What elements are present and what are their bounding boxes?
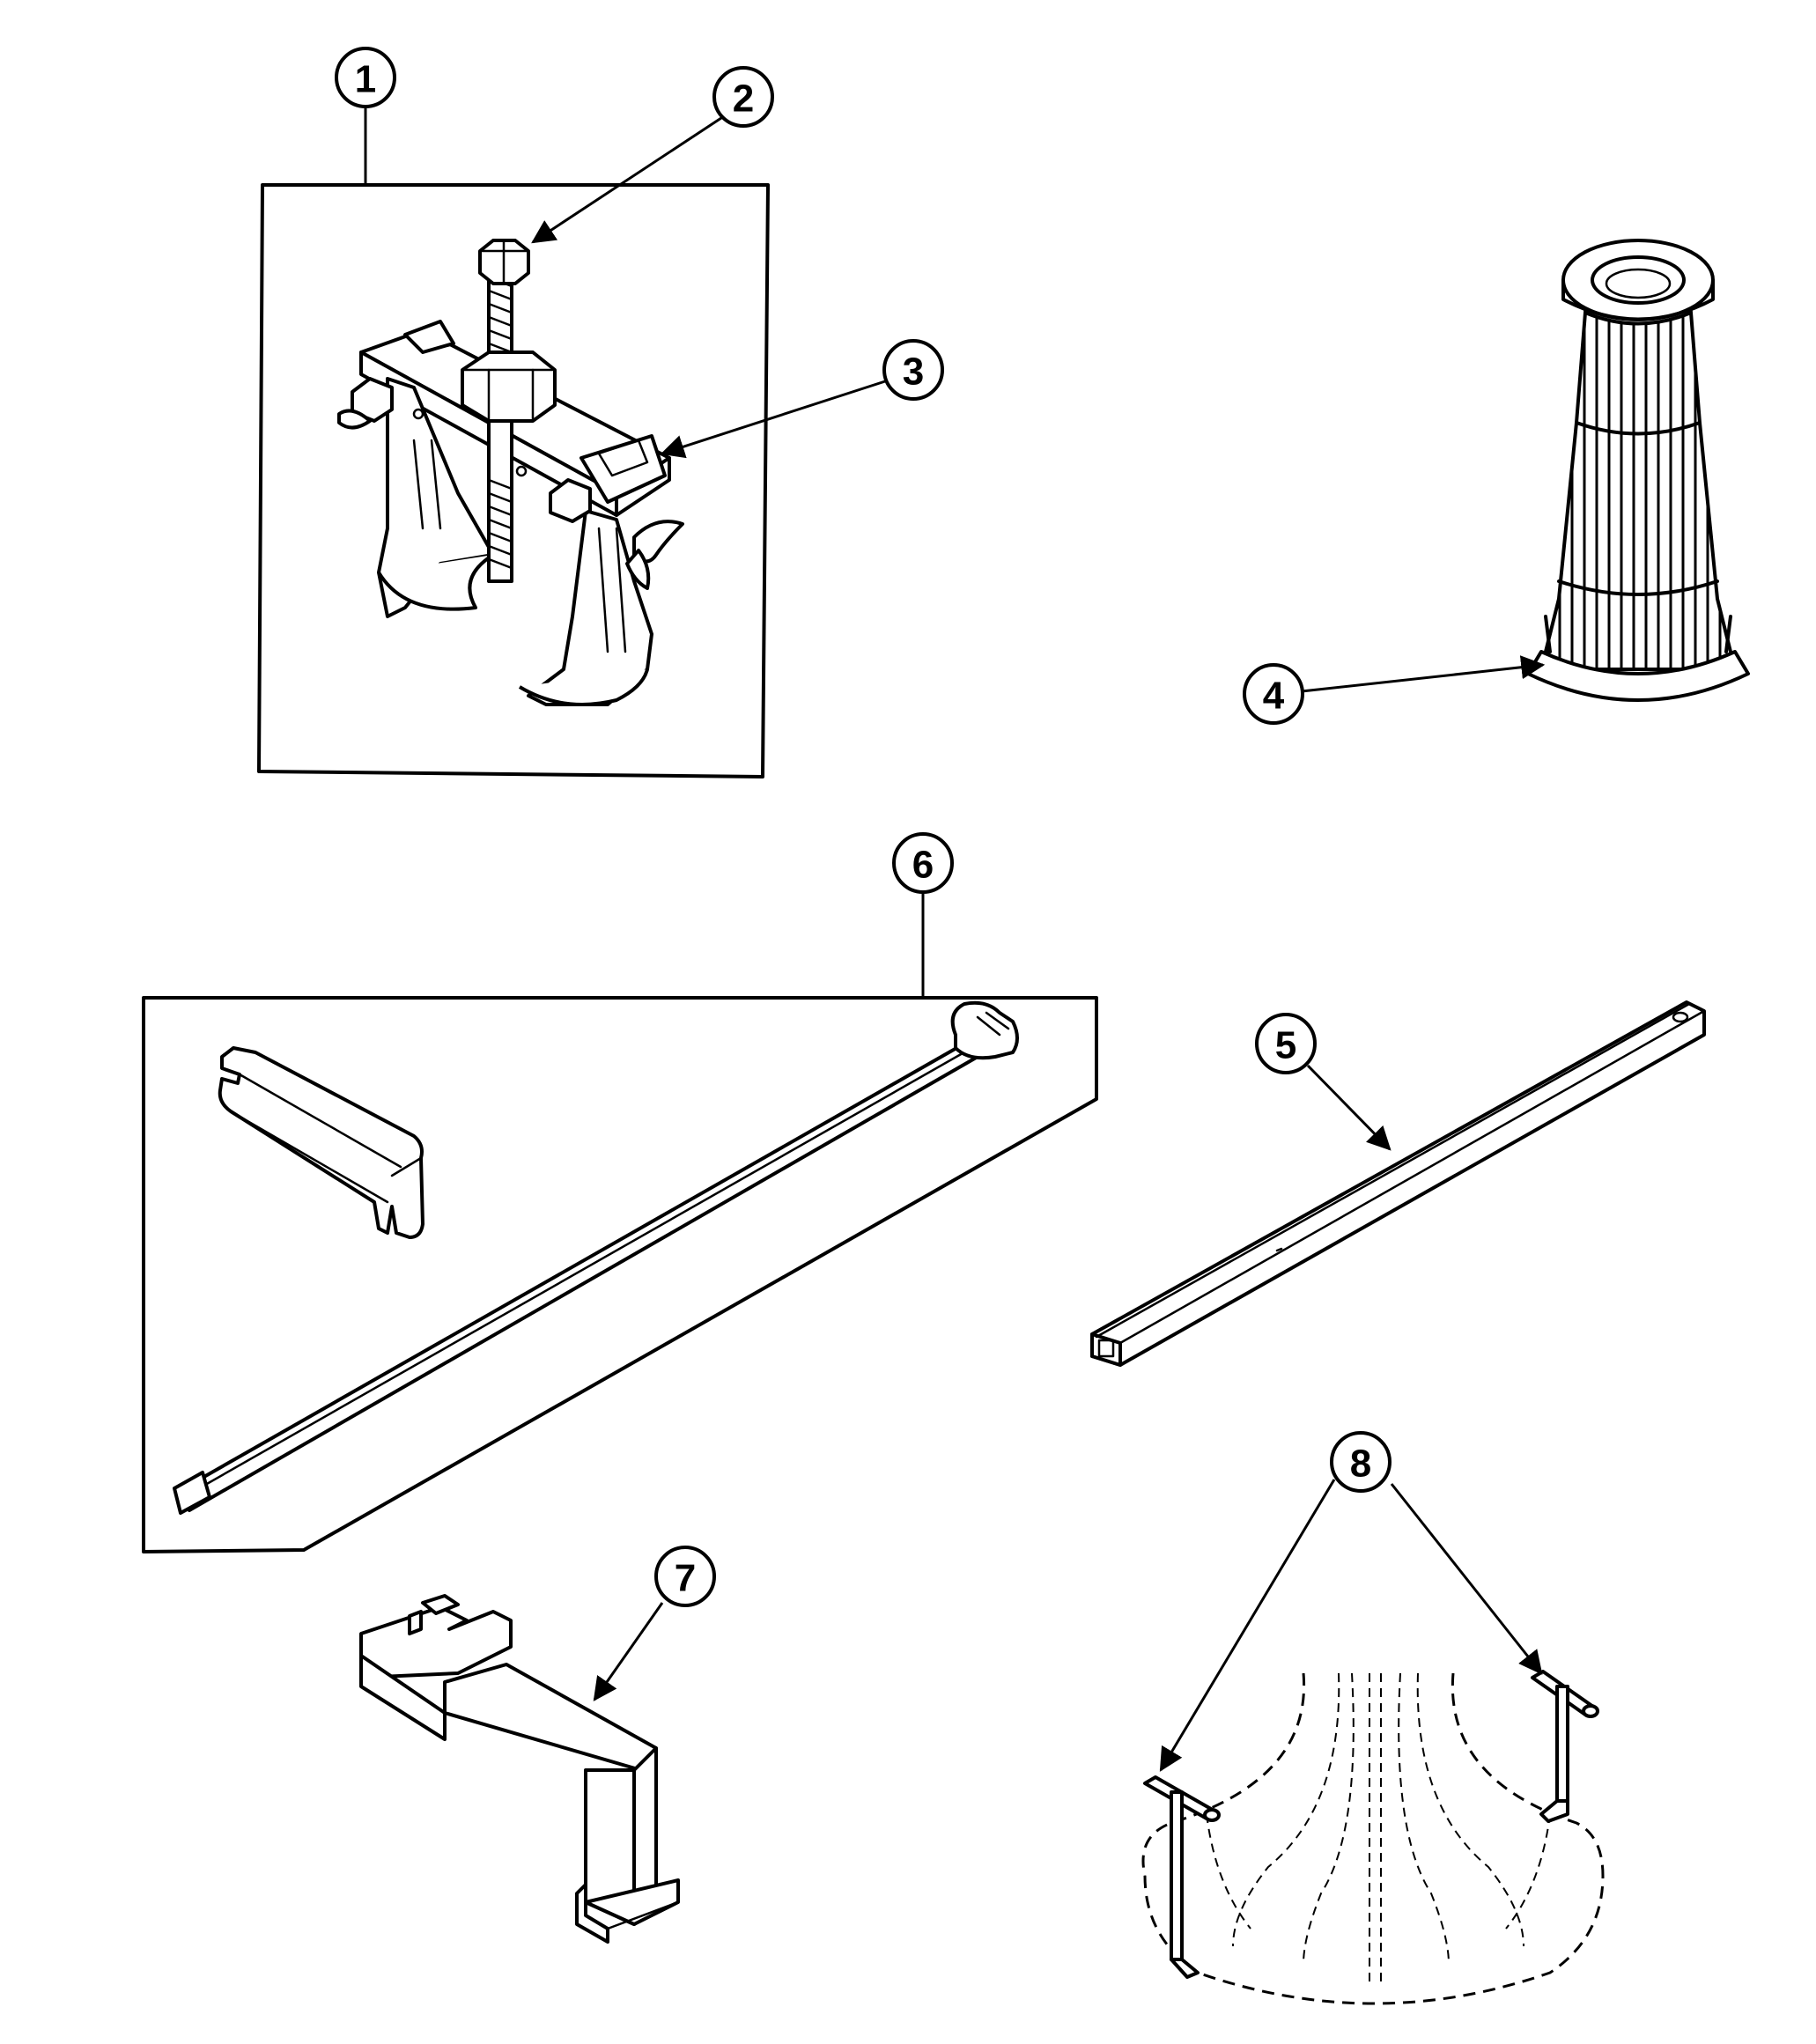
leader-7: [593, 1602, 664, 1701]
spanner-plate-illustration: [218, 1046, 424, 1239]
callout-7: 7: [654, 1546, 716, 1607]
square-bar-illustration: [1090, 1000, 1706, 1367]
callout-3: 3: [882, 339, 944, 401]
agitator-outline-dashed: [1141, 1672, 1605, 2005]
leader-4: [1301, 655, 1546, 693]
callout-1-number: 1: [355, 58, 376, 101]
callout-5: 5: [1255, 1013, 1317, 1074]
shaft-wrench-illustration: [173, 1000, 1019, 1515]
callout-7-number: 7: [675, 1557, 696, 1600]
callout-5-number: 5: [1275, 1024, 1296, 1067]
callout-3-number: 3: [903, 351, 924, 394]
callout-2: 2: [712, 66, 774, 128]
puller-kit-box: [257, 183, 770, 778]
callout-4: 4: [1243, 663, 1304, 725]
leader-8a: [1159, 1479, 1336, 1772]
callout-2-number: 2: [733, 77, 754, 121]
callout-8-number: 8: [1350, 1443, 1371, 1486]
callout-6-number: 6: [912, 844, 934, 887]
callout-6: 6: [892, 832, 954, 894]
callout-1: 1: [335, 47, 396, 108]
t-pin-left-illustration: [1143, 1775, 1221, 1979]
wrench-kit-box: [142, 996, 1098, 1553]
leader-2: [531, 114, 725, 244]
leader-3: [660, 380, 886, 459]
filter-illustration: [1526, 239, 1750, 702]
callout-4-number: 4: [1263, 675, 1285, 718]
gear-puller-illustration: [337, 239, 684, 706]
callout-8: 8: [1330, 1431, 1392, 1493]
leader-5: [1306, 1064, 1392, 1151]
hook-bracket-illustration: [359, 1594, 680, 1944]
leader-8b: [1390, 1483, 1543, 1675]
t-pin-right-illustration: [1531, 1670, 1599, 1823]
